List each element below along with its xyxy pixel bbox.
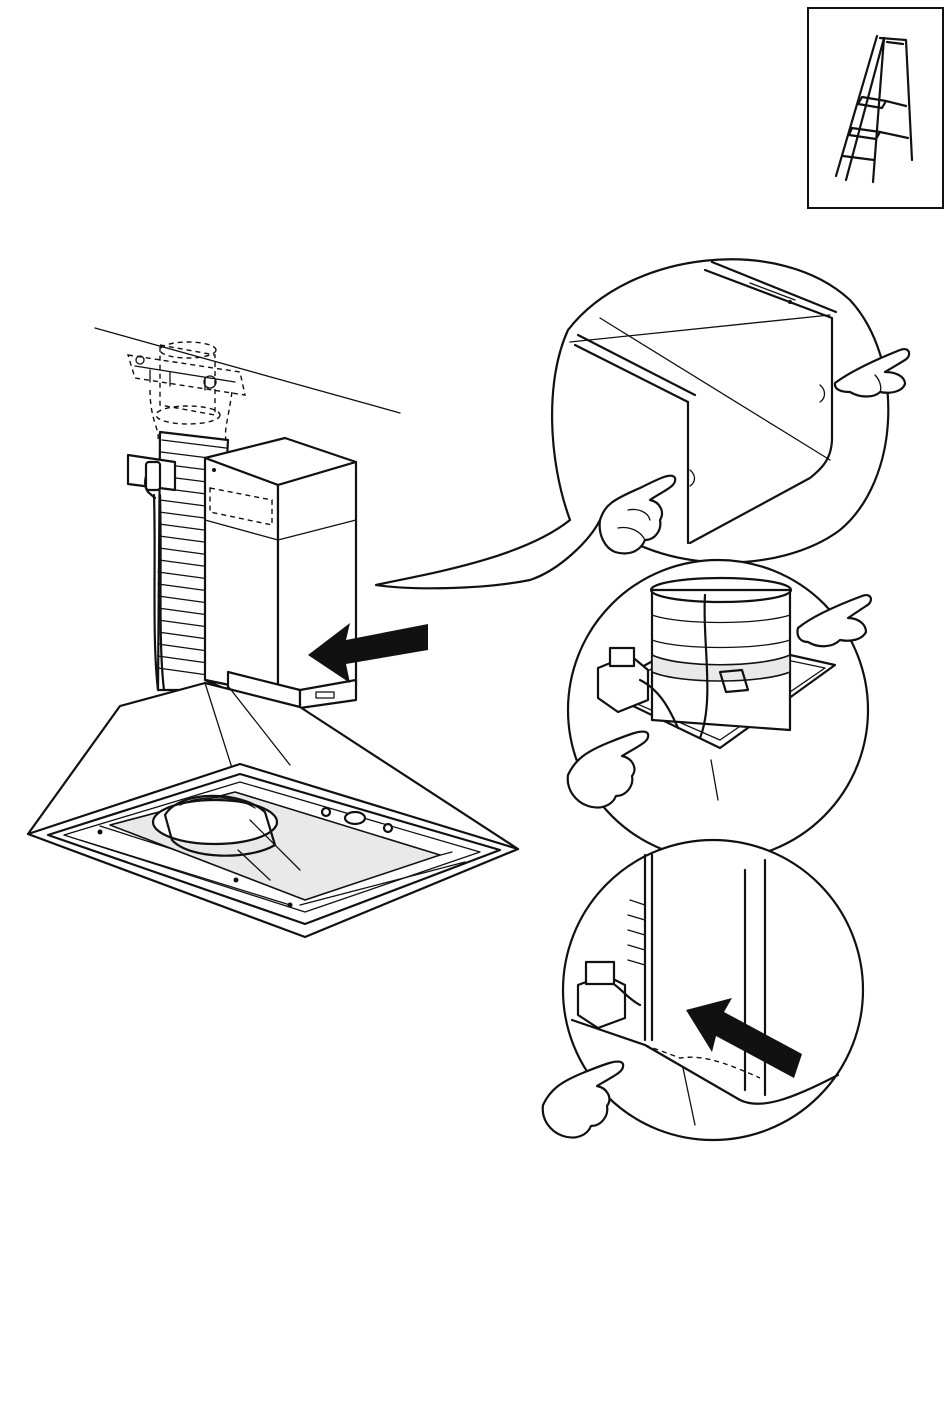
hood-canopy [28, 683, 518, 937]
ceiling-line [95, 328, 400, 413]
detail-circle-bottom [543, 840, 863, 1140]
hood-main-view [28, 328, 518, 937]
step-ladder-box [808, 8, 943, 208]
ceiling-bracket [128, 342, 245, 440]
detail-circle-top [376, 259, 909, 588]
detail-circle-middle [568, 560, 871, 860]
